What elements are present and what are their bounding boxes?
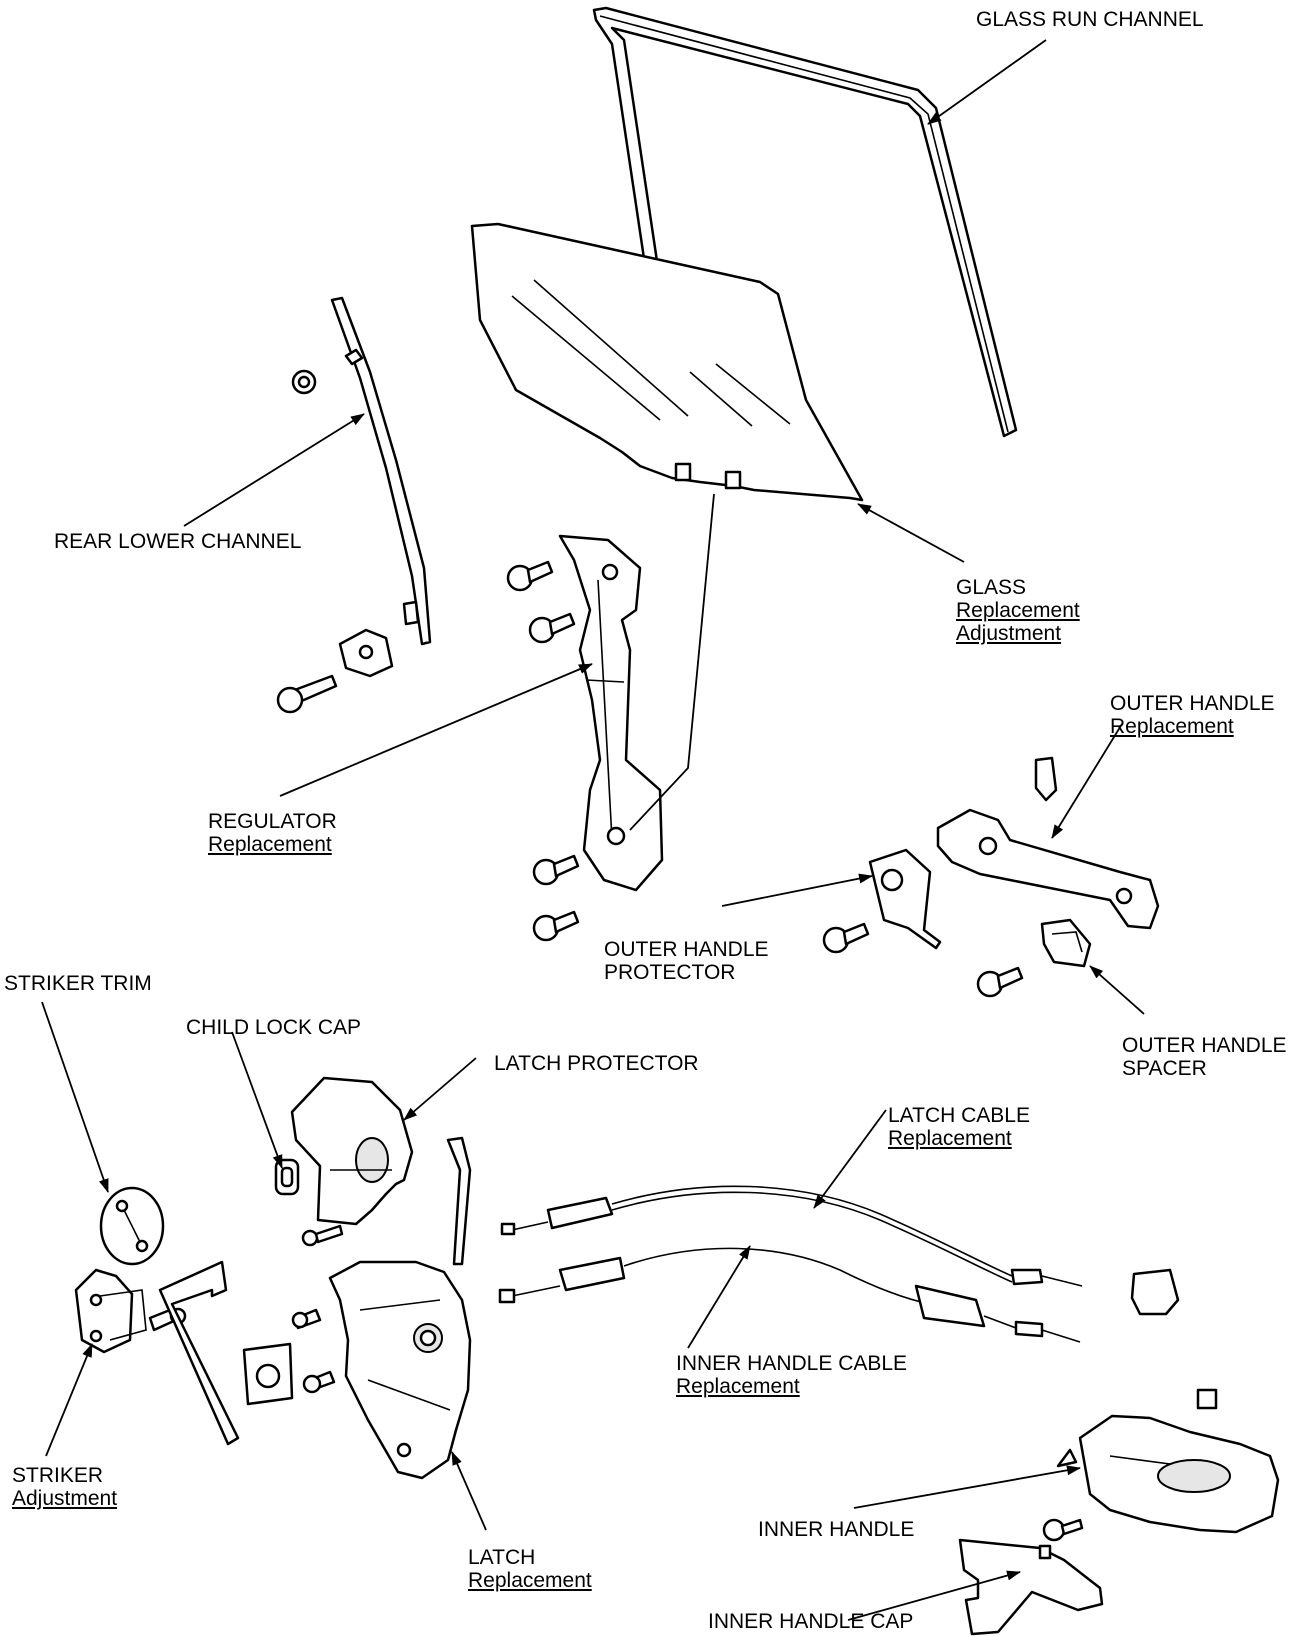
label-striker: STRIKER Adjustment [12, 1464, 118, 1510]
inner-handle-cable-part [498, 1247, 1081, 1343]
inner-handle-cap-part [958, 1538, 1104, 1636]
regulator-part [506, 534, 664, 942]
label-latch-cable: LATCH CABLE Replacement [888, 1104, 1030, 1150]
label-latch: LATCH Replacement [468, 1546, 592, 1592]
label-glass: GLASS Replacement Adjustment [956, 576, 1080, 645]
link-outer-handle-replacement[interactable]: Replacement [1110, 715, 1234, 738]
label-inner-handle-cap: INNER HANDLE CAP [708, 1610, 914, 1633]
cable-clip-part [1130, 1268, 1218, 1410]
label-latch-protector: LATCH PROTECTOR [494, 1052, 699, 1075]
link-striker-adjustment[interactable]: Adjustment [12, 1487, 118, 1510]
link-regulator-replacement[interactable]: Replacement [208, 833, 332, 856]
label-outer-handle-protector: OUTER HANDLE PROTECTOR [604, 938, 769, 984]
channel-bracket-part [276, 628, 394, 714]
glass-run-channel-part [592, 6, 1018, 448]
label-striker-trim: STRIKER TRIM [4, 972, 152, 995]
label-regulator: REGULATOR Replacement [208, 810, 337, 856]
link-latch-cable-replacement[interactable]: Replacement [888, 1127, 1012, 1150]
rear-lower-channel-part [291, 296, 432, 646]
outer-handle-part [936, 756, 1160, 930]
glass-part [470, 222, 864, 502]
label-child-lock-cap: CHILD LOCK CAP [186, 1016, 362, 1039]
latch-part [242, 1260, 472, 1480]
label-outer-handle: OUTER HANDLE Replacement [1110, 692, 1275, 738]
outer-handle-protector-part [822, 848, 942, 954]
latch-protector-part [290, 1076, 414, 1247]
label-rear-lower-channel: REAR LOWER CHANNEL [54, 530, 302, 553]
label-inner-handle-cable: INNER HANDLE CABLE Replacement [676, 1352, 908, 1398]
label-inner-handle: INNER HANDLE [758, 1518, 915, 1541]
outer-handle-spacer-part [976, 918, 1092, 998]
latch-cable-part [500, 1185, 1083, 1287]
label-glass-run-channel: GLASS RUN CHANNEL [976, 8, 1204, 31]
inner-handle-part [1042, 1414, 1280, 1542]
label-outer-handle-spacer: OUTER HANDLE SPACER [1122, 1034, 1287, 1080]
link-inner-handle-cable-replacement[interactable]: Replacement [676, 1375, 800, 1398]
striker-trim-part [99, 1186, 165, 1266]
latch-rod [446, 1136, 472, 1266]
striker-part [74, 1260, 240, 1446]
child-lock-cap-part [274, 1158, 300, 1196]
link-glass-adjustment[interactable]: Adjustment [956, 622, 1062, 645]
link-glass-replacement[interactable]: Replacement [956, 599, 1080, 622]
leader-lines [41, 39, 1145, 1621]
link-latch-replacement[interactable]: Replacement [468, 1569, 592, 1592]
